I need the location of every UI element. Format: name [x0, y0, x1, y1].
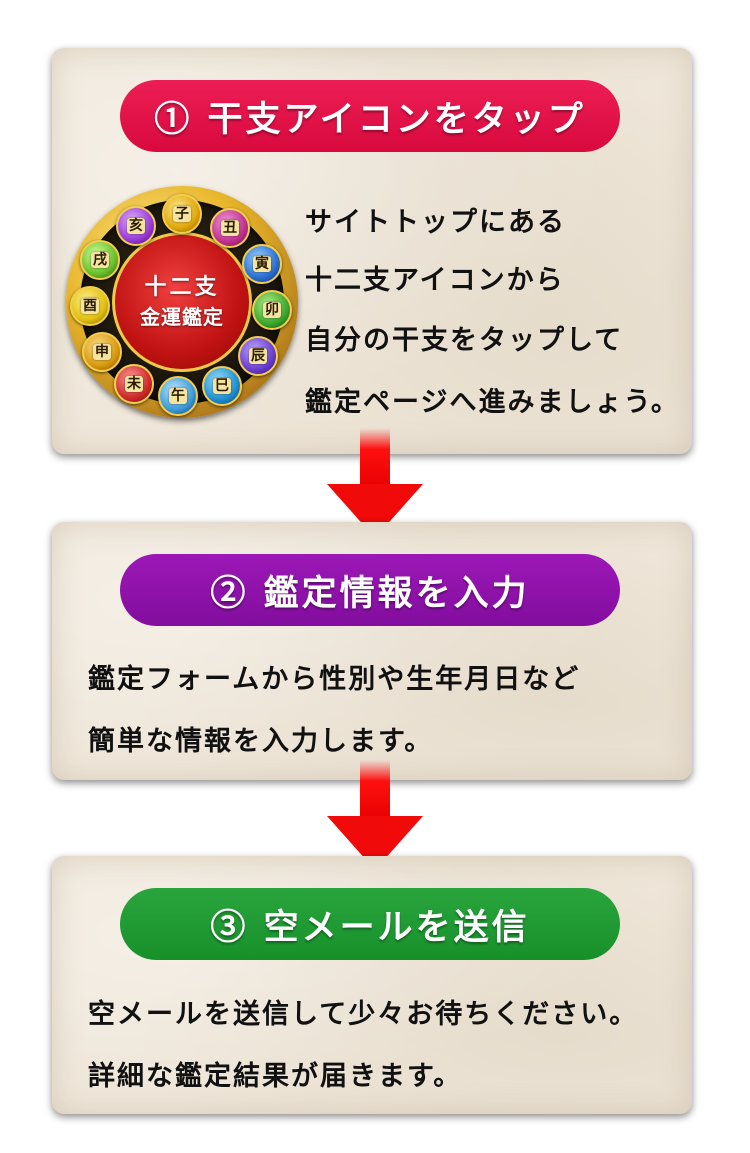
- zodiac-label: 寅: [253, 256, 271, 272]
- zodiac-monkey-icon[interactable]: 申: [82, 332, 122, 372]
- step-1-text-line-2: 十二支アイコンから: [305, 265, 565, 296]
- step-3-text-line-1: 空メールを送信して少々お待ちください。: [88, 999, 639, 1030]
- zodiac-label: 未: [125, 376, 143, 392]
- zodiac-label: 亥: [127, 218, 145, 234]
- step-3-title: ③ 空メールを送信: [120, 888, 620, 960]
- zodiac-dog-icon[interactable]: 戌: [80, 240, 120, 280]
- zodiac-label: 酉: [81, 298, 99, 314]
- step-card-1: ① 干支アイコンをタップ: [52, 48, 692, 454]
- step-1-text-line-1: サイトトップにある: [305, 207, 566, 238]
- zodiac-ox-icon[interactable]: 丑: [210, 208, 250, 248]
- zodiac-boar-icon[interactable]: 亥: [116, 206, 156, 246]
- step-card-2: ② 鑑定情報を入力: [52, 522, 692, 780]
- zodiac-tiger-icon[interactable]: 寅: [242, 244, 282, 284]
- zodiac-rabbit-icon[interactable]: 卯: [252, 290, 292, 330]
- step-1-title: ① 干支アイコンをタップ: [120, 80, 620, 152]
- zodiac-label: 申: [93, 344, 111, 360]
- zodiac-snake-icon[interactable]: 巳: [202, 366, 242, 406]
- zodiac-label: 子: [173, 206, 191, 222]
- zodiac-label: 午: [169, 388, 187, 404]
- wheel-center-subtitle: 金運鑑定: [140, 305, 224, 329]
- step-2-text-line-2: 簡単な情報を入力します。: [88, 726, 434, 757]
- step-1-text-line-3: 自分の干支をタップして: [305, 325, 624, 356]
- zodiac-label: 丑: [221, 220, 239, 236]
- step-card-3: ③ 空メールを送信: [52, 856, 692, 1114]
- down-arrow-icon: [327, 428, 423, 538]
- step-2-title: ② 鑑定情報を入力: [120, 554, 620, 626]
- zodiac-wheel-icon[interactable]: 十二支 金運鑑定 子 丑 寅 卯 辰 巳 午 未 申 酉 戌 亥: [66, 186, 298, 418]
- zodiac-dragon-icon[interactable]: 辰: [238, 336, 278, 376]
- step-3-text-line-2: 詳細な鑑定結果が届きます。: [88, 1061, 463, 1092]
- zodiac-label: 辰: [249, 348, 267, 364]
- zodiac-label: 巳: [213, 378, 231, 394]
- step-2-text-line-1: 鑑定フォームから性別や生年月日など: [88, 664, 581, 695]
- zodiac-rooster-icon[interactable]: 酉: [70, 286, 110, 326]
- zodiac-rat-icon[interactable]: 子: [162, 194, 202, 234]
- wheel-center: 十二支 金運鑑定: [112, 232, 252, 372]
- zodiac-label: 卯: [263, 302, 281, 318]
- zodiac-horse-icon[interactable]: 午: [158, 376, 198, 416]
- zodiac-sheep-icon[interactable]: 未: [114, 364, 154, 404]
- wheel-center-title: 十二支: [144, 274, 220, 300]
- step-1-text-line-4: 鑑定ページへ進みましょう。: [305, 387, 680, 418]
- down-arrow-icon: [327, 760, 423, 870]
- zodiac-label: 戌: [91, 252, 109, 268]
